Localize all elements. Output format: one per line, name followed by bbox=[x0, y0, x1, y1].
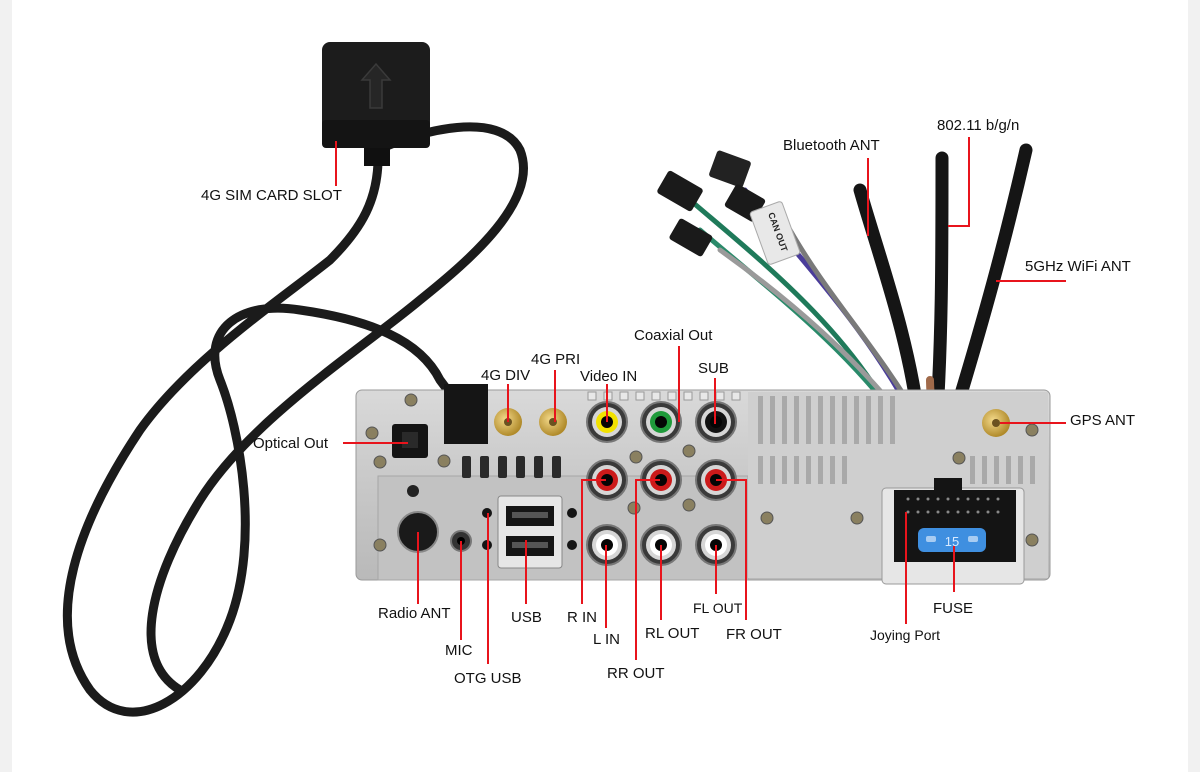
label-4g-div: 4G DIV bbox=[481, 367, 531, 384]
label-usb: USB bbox=[511, 609, 542, 626]
label-4g-pri: 4G PRI bbox=[531, 351, 581, 368]
label-radio-ant: Radio ANT bbox=[378, 605, 451, 622]
wire-connectors: CAN OUT bbox=[657, 150, 801, 265]
label-joying-port: Joying Port bbox=[870, 627, 941, 643]
label-gps-ant: GPS ANT bbox=[1070, 412, 1136, 429]
label-fl-out: FL OUT bbox=[693, 600, 743, 616]
label-fr-out: FR OUT bbox=[726, 626, 782, 643]
label-video-in: Video IN bbox=[580, 368, 638, 385]
label-sub: SUB bbox=[698, 360, 729, 377]
rca-jacks bbox=[586, 401, 737, 566]
label-wifi-5g: 5GHz WiFi ANT bbox=[1025, 258, 1131, 275]
label-otg-usb: OTG USB bbox=[454, 670, 522, 687]
label-rl-out: RL OUT bbox=[645, 625, 700, 642]
label-mic: MIC bbox=[445, 642, 473, 659]
label-bluetooth-ant: Bluetooth ANT bbox=[783, 137, 880, 154]
optical-out-port bbox=[392, 424, 428, 458]
label-r-in: R IN bbox=[567, 609, 597, 626]
sim-cable bbox=[62, 122, 528, 717]
label-rr-out: RR OUT bbox=[607, 665, 665, 682]
sim-cable-plug bbox=[444, 384, 488, 444]
fuse: 15 bbox=[918, 528, 986, 552]
label-l-in: L IN bbox=[593, 631, 620, 648]
rca-rr-out bbox=[640, 459, 682, 501]
label-coaxial-out: Coaxial Out bbox=[634, 327, 713, 344]
label-optical-out: Optical Out bbox=[253, 435, 329, 452]
screws bbox=[365, 393, 1039, 552]
sim-card-slot-module bbox=[322, 42, 430, 166]
diagram-canvas bbox=[12, 0, 1188, 772]
fuse-rating: 15 bbox=[945, 534, 959, 549]
rca-r-in bbox=[586, 459, 628, 501]
label-wifi-24: 802.11 b/g/n bbox=[937, 117, 1020, 134]
label-sim-card-slot: 4G SIM CARD SLOT bbox=[201, 187, 342, 204]
leader-lines bbox=[335, 137, 1066, 664]
label-fuse: FUSE bbox=[933, 600, 974, 617]
rca-coaxial-out bbox=[640, 401, 682, 443]
usb-ports bbox=[482, 495, 577, 569]
